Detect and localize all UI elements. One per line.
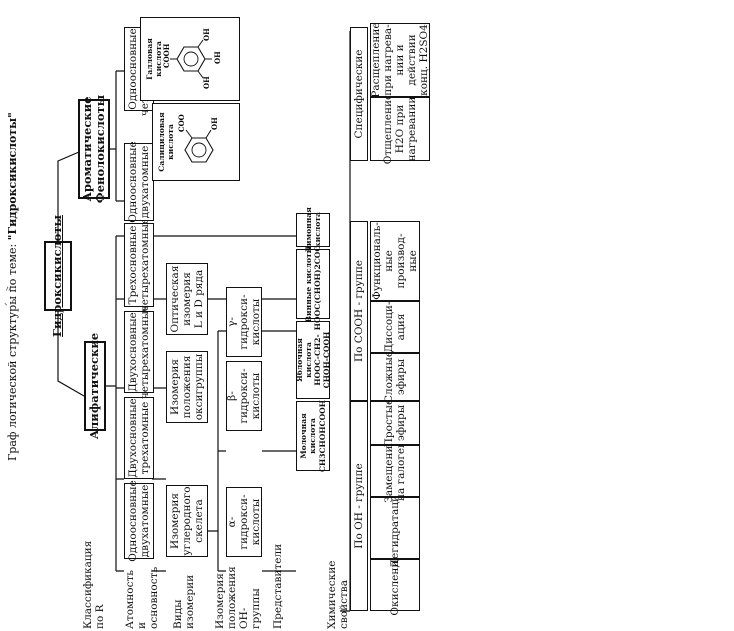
- label-representatives: Представители: [272, 543, 284, 629]
- atomicity-tri-tetra: Трехосновные четырехатомные: [124, 218, 154, 312]
- aromatic-box: Ароматические Фенолокислоты: [78, 95, 110, 203]
- rep-tartaric: Винные кислоты HOOC(CHOH)2COOH: [296, 238, 330, 330]
- isomerism-oxy-position: Изомерия положения оксигруппы: [166, 351, 208, 423]
- salicylic-structure: COOH OH: [177, 114, 219, 163]
- title-topic: "Гидроксикислоты": [6, 112, 19, 241]
- rep-citric: Лимонная кислота: [296, 207, 330, 253]
- atomicity-mono-di: Одноосновные двухатомные: [124, 480, 154, 562]
- title-prefix: Граф логической структуры по теме:: [6, 240, 19, 461]
- oh-gamma: γ-гидрокси- кислоты: [226, 287, 262, 357]
- chem-specific-h2so4: Расщепление при нагрева- нии и действии …: [369, 22, 431, 98]
- gallic-oh-1: OH: [202, 76, 211, 89]
- rep-gallic: Галловая кислота COOH OH OH OH: [140, 17, 240, 101]
- gallic-oh-2: OH: [213, 51, 221, 64]
- chem-oh-dehydration: Дегидратация: [370, 488, 420, 568]
- aromatic-mono-di: Одноосновные двухатомные: [124, 141, 154, 223]
- label-chemical: Химические свойства: [326, 560, 351, 629]
- chem-oh-ethers: Простые эфиры: [370, 399, 420, 447]
- gallic-cooh: COOH: [163, 43, 171, 68]
- chem-group-specific: Специфические: [350, 27, 368, 161]
- salicylic-cooh: COOH: [177, 114, 186, 132]
- chem-cooh-derivatives: Функциональ- ные производ- ные: [370, 221, 420, 301]
- gallic-oh-3: OH: [202, 28, 211, 41]
- isomerism-skeleton: Изомерия углеродного скелета: [166, 485, 208, 557]
- gallic-structure: COOH OH OH OH: [163, 28, 221, 89]
- diagram-title: Граф логической структуры по теме: "Гидр…: [6, 112, 19, 461]
- atomicity-di-tetra: Двухосновные четырехатомные: [124, 305, 154, 399]
- label-atomicity: Атомность и основность: [124, 566, 161, 629]
- chem-group-oh: По ОН - группе: [350, 401, 368, 611]
- oh-beta: β-гидрокси- кислоты: [226, 361, 262, 431]
- label-classification: Классификация по R: [82, 540, 107, 629]
- chem-group-cooh: По СООН - группе: [350, 221, 368, 401]
- salicylic-oh: OH: [210, 117, 219, 130]
- root-box: Гидроксикислоты: [44, 215, 72, 337]
- label-isomerism: Виды изомерии: [172, 574, 197, 629]
- isomerism-optical: Оптическая изомерия L и D ряда: [166, 263, 208, 335]
- rep-malic: Яблочная кислота HOOC-CH2-CHOH-COOH: [295, 321, 331, 399]
- rep-salicylic: Салициловая кислота COOH OH: [152, 103, 240, 181]
- chem-oh-halogen: Замещение на галоген: [370, 439, 420, 503]
- chem-cooh-esters: Сложные эфиры: [370, 351, 420, 403]
- label-oh-position: Изомерия положения ОН-группы: [214, 566, 263, 629]
- rep-lactic: Молочная кислота CH3CHOHCOOH: [296, 400, 330, 472]
- aliphatic-box: Алифатические: [84, 333, 106, 439]
- chem-specific-h2o: Отщепление H2O при нагревании: [370, 94, 430, 164]
- atomicity-di-tri: Двухосновные трехатомные: [124, 397, 154, 479]
- chem-cooh-dissociation: Диссоци- ация: [370, 301, 420, 353]
- margin-mark: 〃 、: [4, 285, 14, 308]
- oh-alpha: α-гидрокси- кислоты: [226, 487, 262, 557]
